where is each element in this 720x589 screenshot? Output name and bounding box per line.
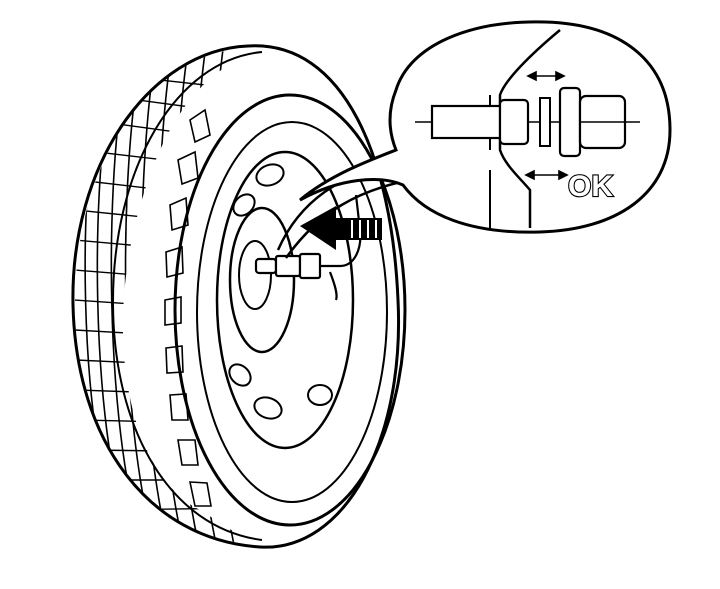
rim-outer bbox=[173, 93, 407, 527]
valve-nut bbox=[298, 252, 322, 280]
wheel-vent-holes bbox=[228, 163, 333, 420]
rim-section bbox=[498, 29, 561, 228]
gap-arrows bbox=[524, 70, 569, 181]
sidewall-blocks bbox=[164, 108, 212, 507]
rim-flange bbox=[196, 121, 388, 503]
valve-body bbox=[274, 254, 302, 278]
tire bbox=[71, 44, 407, 549]
magnifier-callout: OK bbox=[299, 20, 672, 234]
direction-arrow-icon bbox=[300, 206, 382, 250]
wheel-hub bbox=[238, 240, 272, 310]
valve-stem-icon bbox=[254, 194, 362, 301]
tire-tread-boundary bbox=[111, 51, 263, 541]
wheel-center bbox=[228, 206, 296, 354]
ok-label: OK bbox=[568, 170, 613, 203]
wheel-disc bbox=[215, 150, 355, 450]
valve-cap bbox=[254, 257, 278, 275]
